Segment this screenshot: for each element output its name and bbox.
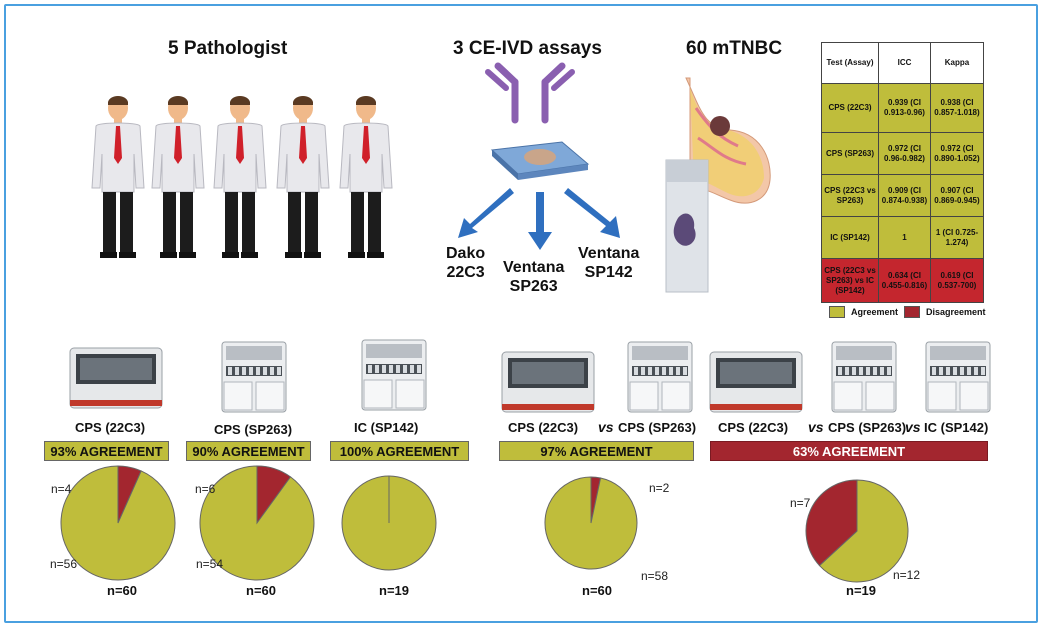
table-row: IC (SP142) 1 1 (CI 0.725-1.274) [821, 216, 985, 259]
assay-dako-line1: Dako [446, 245, 486, 262]
cell-test: IC (SP142) [821, 216, 879, 259]
cell-kappa: 0.907 (CI 0.869-0.945) [929, 174, 985, 217]
table-row: CPS (22C3 vs SP263) vs IC (SP142) 0.634 … [821, 258, 985, 303]
pie2-total: n=60 [246, 583, 276, 598]
cell-icc: 0.939 (CI 0.913-0.96) [878, 83, 931, 133]
pie-slice [818, 479, 909, 583]
outer-frame [4, 4, 1038, 623]
label-cps-sp263: CPS (SP263) [214, 422, 293, 437]
pie4-major-label: n=58 [641, 569, 669, 583]
label-cmp1-22c3: CPS (22C3) [508, 420, 579, 435]
pie-chart-4 [544, 476, 638, 570]
pie4-total: n=60 [582, 583, 612, 598]
legend-disagreement-swatch [904, 306, 920, 318]
table-row: CPS (22C3 vs SP263) 0.909 (CI 0.874-0.93… [821, 174, 985, 217]
label-cps-22c3: CPS (22C3) [75, 420, 146, 435]
cell-test: CPS (22C3 vs SP263) [821, 174, 879, 217]
cases-title: 60 mTNBC [686, 38, 783, 59]
assay-sp142-line2: SP142 [584, 264, 633, 281]
pie-chart-1 [60, 465, 176, 581]
cell-icc: 0.634 (CI 0.455-0.816) [878, 258, 931, 303]
pie-slice [199, 465, 315, 581]
assays-title: 3 CE-IVD assays [453, 38, 602, 59]
pie3-total: n=19 [379, 583, 409, 598]
cell-icc: 1 [878, 216, 931, 259]
vs-text: vs [905, 419, 921, 435]
label-cmp2-sp263: CPS (SP263) [828, 420, 907, 435]
assay-sp142-label: Ventana SP142 [578, 244, 639, 282]
col-icc: ICC [878, 42, 931, 84]
cell-test: CPS (22C3) [821, 83, 879, 133]
arrows-icon [458, 188, 620, 250]
agreement-bar-100: 100% AGREEMENT [330, 441, 469, 461]
pie5-major-label: n=12 [893, 568, 921, 582]
col-test: Test (Assay) [821, 42, 879, 84]
assay-sp263-line1: Ventana [503, 259, 565, 276]
pathologists-title: 5 Pathologist [168, 38, 288, 59]
pie2-minor-label: n=6 [195, 482, 216, 496]
label-cmp2-sp142: IC (SP142) [924, 420, 989, 435]
assay-sp142-line1: Ventana [578, 245, 640, 262]
table-row: CPS (SP263) 0.972 (CI 0.96-0.982) 0.972 … [821, 132, 985, 175]
pie-slice [544, 476, 638, 570]
vs-text: vs [598, 419, 614, 435]
pie1-minor-label: n=4 [51, 482, 72, 496]
label-cmp1-sp263: CPS (SP263) [618, 420, 697, 435]
pie1-total: n=60 [107, 583, 137, 598]
pie4-minor-label: n=2 [649, 481, 670, 495]
pie5-total: n=19 [846, 583, 876, 598]
vs-text: vs [808, 419, 824, 435]
pie-slice [805, 479, 858, 567]
pie-chart-5 [805, 479, 909, 583]
antibody-icon [485, 62, 575, 124]
agreement-bar-93: 93% AGREEMENT [44, 441, 169, 461]
cell-icc: 0.909 (CI 0.874-0.938) [878, 174, 931, 217]
pie5-minor-label: n=7 [790, 496, 811, 510]
cell-icc: 0.972 (CI 0.96-0.982) [878, 132, 931, 175]
cell-test: CPS (SP263) [821, 132, 879, 175]
agreement-bar-97: 97% AGREEMENT [499, 441, 694, 461]
legend-agreement: Agreement [829, 306, 898, 318]
stats-header-row: Test (Assay) ICC Kappa [821, 42, 985, 84]
pie1-major-label: n=56 [50, 557, 78, 571]
stats-table: Test (Assay) ICC Kappa CPS (22C3) 0.939 … [821, 42, 985, 303]
assay-sp263-line2: SP263 [509, 278, 558, 295]
legend-agreement-swatch [829, 306, 845, 318]
pie-slice [60, 465, 176, 581]
pie-chart-3 [341, 475, 437, 571]
assay-dako-line2: 22C3 [446, 264, 485, 281]
label-ic-sp142: IC (SP142) [354, 420, 419, 435]
cell-kappa: 0.619 (CI 0.537-700) [929, 258, 985, 303]
agreement-bar-90: 90% AGREEMENT [186, 441, 311, 461]
cell-kappa: 0.972 (CI 0.890-1.052) [929, 132, 985, 175]
assay-dako-label: Dako 22C3 [446, 244, 485, 282]
pie2-major-label: n=54 [196, 557, 224, 571]
assay-illustration [458, 62, 620, 250]
cell-test: CPS (22C3 vs SP263) vs IC (SP142) [821, 258, 879, 303]
agreement-bar-63: 63% AGREEMENT [710, 441, 988, 461]
tissue-slide-icon [490, 141, 590, 180]
legend-agreement-label: Agreement [851, 307, 899, 317]
cell-kappa: 1 (CI 0.725-1.274) [929, 216, 985, 259]
legend-disagreement-label: Disagreement [926, 307, 986, 317]
breast-tumor-illustration [665, 77, 771, 293]
pie-chart-2 [199, 465, 315, 581]
label-cmp2-22c3: CPS (22C3) [718, 420, 789, 435]
assay-sp263-label: Ventana SP263 [503, 258, 564, 296]
legend-disagreement: Disagreement [904, 306, 986, 318]
col-kappa: Kappa [929, 42, 985, 84]
